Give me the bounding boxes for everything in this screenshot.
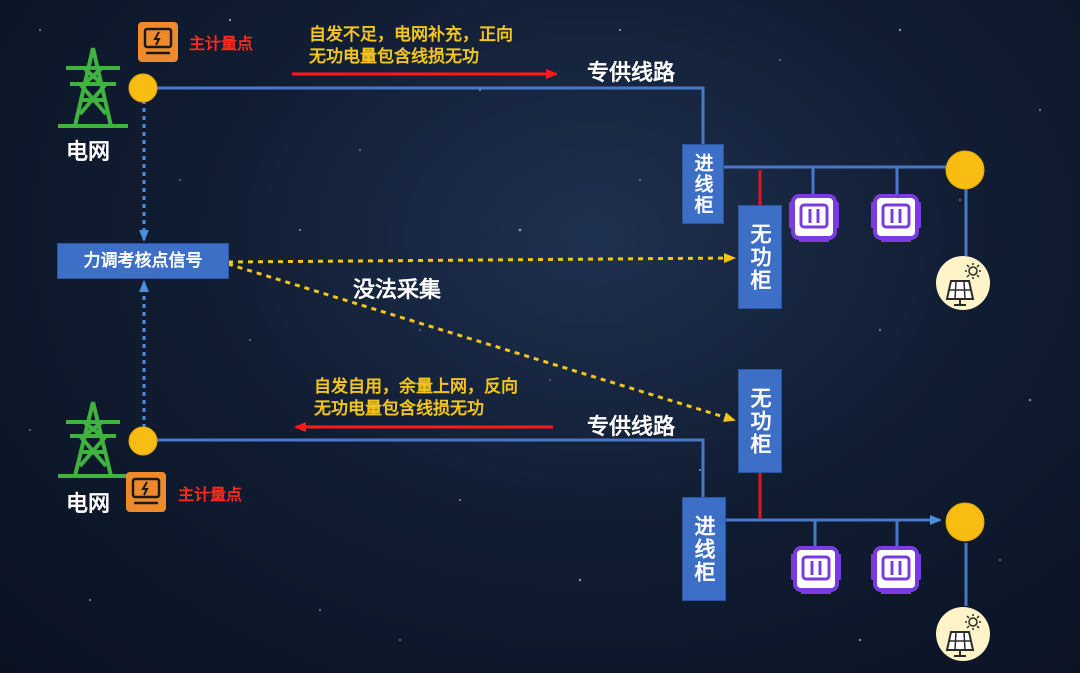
top-grid-label: 电网 [66, 140, 111, 165]
signal-to-bottom-reactive [227, 262, 736, 422]
top-incoming-cabinet: 进线柜 [682, 144, 724, 224]
signal-box: 力调考核点信号 [57, 243, 229, 279]
bottom-line-label: 专供线路 [587, 415, 676, 440]
top-line-label: 专供线路 [587, 61, 676, 86]
solar-panel-icon [936, 256, 990, 310]
power-tower-icon [58, 401, 128, 478]
signal-to-top-reactive [227, 253, 736, 264]
top-bus-end-dot [945, 150, 985, 190]
motor-icon [791, 546, 841, 594]
top-feeder-line [157, 86, 705, 145]
top-flow-note-line2: 无功电量包含线损无功 [309, 47, 479, 67]
motor-icon [871, 546, 921, 594]
electric-meter-icon [138, 22, 178, 62]
bottom-grid-label: 电网 [66, 492, 111, 517]
starfield [29, 18, 1041, 642]
bottom-reactive-cabinet: 无功柜 [738, 369, 782, 473]
bottom-meter-label: 主计量点 [178, 485, 243, 504]
top-meter-dot [128, 73, 158, 103]
electric-meter-icon [126, 472, 166, 512]
top-reactive-cabinet: 无功柜 [738, 205, 782, 309]
bottom-meter-dot [128, 426, 158, 456]
top-meter-label: 主计量点 [189, 34, 254, 53]
solar-panel-icon [936, 607, 990, 661]
motor-icon [871, 194, 921, 242]
not-collected-label: 没法采集 [353, 278, 442, 303]
bottom-flow-note-line1: 自发自用，余量上网，反向 [314, 377, 518, 397]
motor-icon [789, 194, 839, 242]
power-tower-icon [58, 47, 128, 128]
bottom-feeder-line [157, 438, 705, 497]
top-flow-note-line1: 自发不足，电网补充，正向 [309, 25, 513, 45]
bottom-bus-end-dot [945, 502, 985, 542]
bottom-incoming-cabinet: 进线柜 [682, 497, 726, 601]
bottom-flow-note-line2: 无功电量包含线损无功 [314, 399, 484, 419]
